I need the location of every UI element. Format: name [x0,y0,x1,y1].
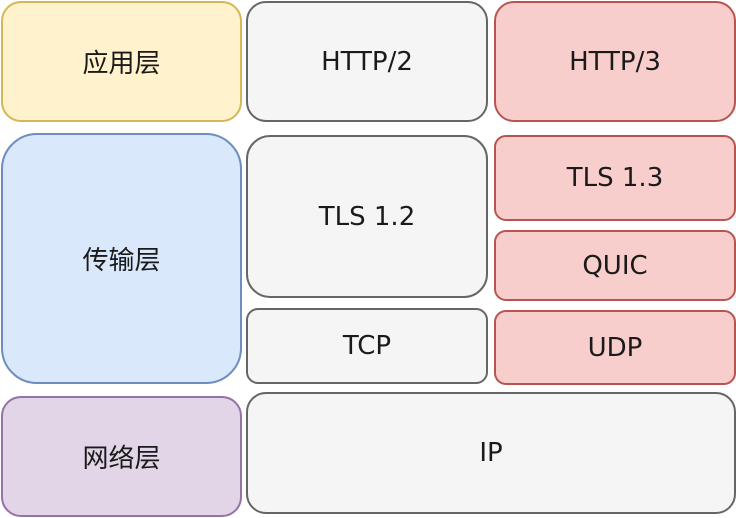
transport-layer-label: 传输层 [82,246,161,276]
tls12-label: TLS 1.2 [318,201,416,232]
http3-box: HTTP/3 [494,1,736,122]
udp-box: UDP [494,310,736,385]
ip-label: IP [479,438,503,468]
ip-box: IP [246,392,736,514]
quic-label: QUIC [582,250,648,281]
quic-box: QUIC [494,230,736,301]
network-layer-label: 网络层 [82,444,161,474]
http2-label: HTTP/2 [321,46,413,77]
tcp-box: TCP [246,308,488,384]
tls13-box: TLS 1.3 [494,135,736,221]
application-layer-label: 应用层 [82,49,161,79]
udp-label: UDP [587,332,643,363]
http3-label: HTTP/3 [569,46,661,77]
http2-box: HTTP/2 [246,1,488,122]
transport-layer-box: 传输层 [1,133,242,384]
tls13-label: TLS 1.3 [566,163,664,193]
tls12-box: TLS 1.2 [246,135,488,298]
application-layer-box: 应用层 [1,1,242,122]
network-layer-box: 网络层 [1,396,242,517]
tcp-label: TCP [342,331,392,361]
